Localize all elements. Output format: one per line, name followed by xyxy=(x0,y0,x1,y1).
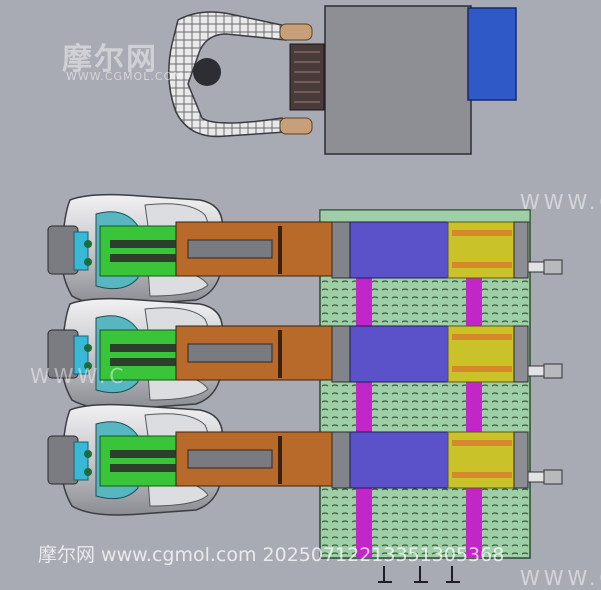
watermark-url-small: WWW.CGMOL.COM xyxy=(66,70,184,83)
watermark-logo: 摩尔网 xyxy=(62,42,158,77)
watermark-bottom: 摩尔网 www.cgmol.com 20250712213351305368 xyxy=(38,544,505,566)
operator-figure xyxy=(168,11,313,138)
control-cabinet xyxy=(289,5,517,155)
watermark-right-top: WWW.C xyxy=(520,190,601,214)
watermark-left-mid: WWW.C xyxy=(30,364,128,388)
bottom-fixtures xyxy=(378,566,460,583)
watermark-right-bottom: WWW.C xyxy=(520,566,601,590)
